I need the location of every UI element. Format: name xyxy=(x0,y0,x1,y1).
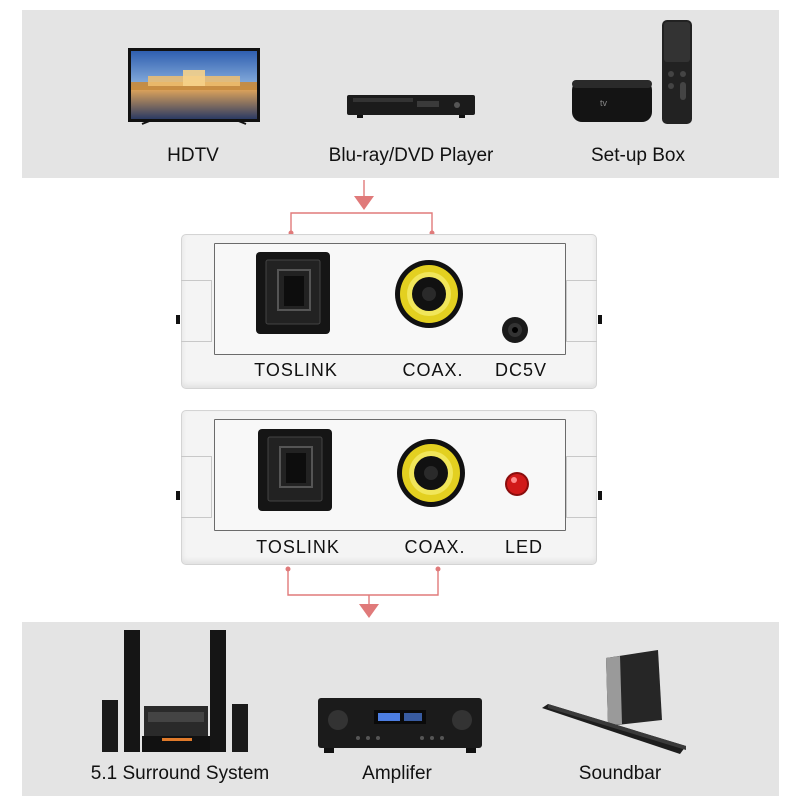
dc-jack-icon[interactable] xyxy=(500,315,530,345)
input-connector-lines xyxy=(290,180,433,232)
output-label-surround: 5.1 Surround System xyxy=(90,763,270,784)
converter-input-side: TOSLINK COAX. DC5V xyxy=(176,234,602,389)
svg-text:tv: tv xyxy=(600,98,608,108)
port-label-led: LED xyxy=(504,537,544,557)
output-arrow-icon xyxy=(359,604,379,618)
amplifier-icon xyxy=(318,698,482,753)
tv-icon xyxy=(128,48,260,125)
led-icon xyxy=(505,472,529,496)
source-label-settop: Set-up Box xyxy=(591,145,685,166)
output-connector-lines xyxy=(287,569,439,605)
bluray-player-icon xyxy=(347,95,475,118)
settop-box-icon: tv xyxy=(572,20,692,124)
port-label-coax: COAX. xyxy=(402,360,464,380)
output-label-soundbar: Soundbar xyxy=(578,763,662,784)
input-arrow-icon xyxy=(354,196,374,210)
source-label-hdtv: HDTV xyxy=(167,145,219,166)
source-label-bluray: Blu-ray/DVD Player xyxy=(328,145,494,166)
port-label-toslink: TOSLINK xyxy=(254,360,338,380)
output-label-amplifier: Amplifer xyxy=(362,763,432,784)
converter-output-side: TOSLINK COAX. LED xyxy=(176,410,602,565)
port-label-coax: COAX. xyxy=(404,537,466,557)
surround-system-icon xyxy=(102,630,248,752)
port-label-toslink: TOSLINK xyxy=(256,537,340,557)
toslink-port-icon[interactable] xyxy=(254,250,334,336)
coax-port-icon[interactable] xyxy=(394,259,464,329)
toslink-port-icon[interactable] xyxy=(256,427,336,513)
port-label-dc5v: DC5V xyxy=(494,360,548,380)
coax-port-icon[interactable] xyxy=(396,438,466,508)
soundbar-icon xyxy=(542,650,686,754)
